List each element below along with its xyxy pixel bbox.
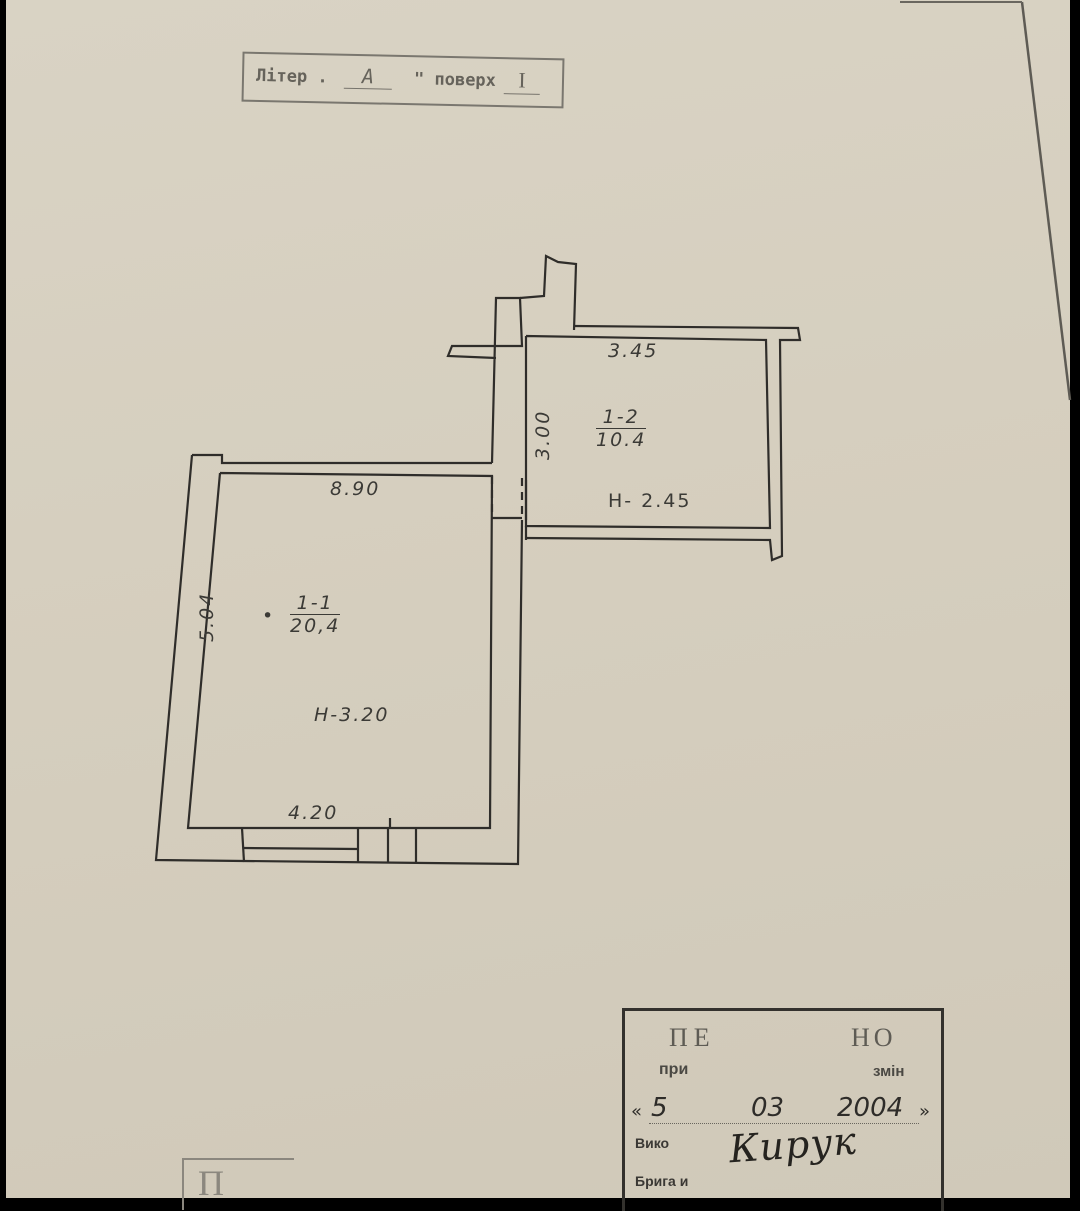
signature: Кирук — [727, 1118, 859, 1172]
room-1-1-dim-top: 8.90 — [330, 478, 381, 500]
stamp-executor-label: Вико — [635, 1135, 670, 1151]
stamp-line1-right: НО — [851, 1023, 897, 1052]
litera-label: Літер . — [255, 65, 328, 88]
room-1-2-dim-top: 3.45 — [608, 340, 659, 362]
room-1-2-id: 1-2 — [596, 406, 647, 429]
room-1-2-wall — [524, 334, 772, 530]
room-1-1-area: 20,4 — [290, 615, 341, 637]
room-1-1-id: 1-1 — [290, 592, 341, 615]
stamp-date-month: 03 — [751, 1093, 785, 1123]
room-1-2-height: Н- 2.45 — [608, 490, 692, 512]
room-1-1-label: 1-1 20,4 — [290, 592, 341, 637]
room-1-1-dim-bottom: 4.20 — [288, 802, 339, 824]
screen-edge — [1070, 0, 1080, 1198]
letter-floor-label-box: Літер . А " поверх І — [241, 51, 565, 109]
litera-value: А — [343, 63, 393, 90]
stamp-date-year: 2004 — [837, 1093, 904, 1123]
floor-label: " поверх — [413, 69, 497, 91]
room-1-1-outer-wall — [192, 453, 492, 465]
room-1-1-height: Н-3.20 — [314, 704, 390, 726]
room-1-1-marker-dot: • — [262, 605, 274, 627]
stamp-line1-left: ПЕ — [669, 1023, 716, 1052]
room-1-2-dim-left: 3.00 — [532, 409, 554, 460]
stamp-brigade-label: Брига и — [635, 1173, 689, 1189]
room-1-2-area: 10.4 — [596, 429, 647, 451]
floor-value: І — [503, 67, 541, 95]
room-1-1-dim-left: 5.04 — [196, 591, 218, 642]
stamp-line2-left: при — [659, 1061, 689, 1078]
bottom-partial-stamp: П — [182, 1158, 294, 1210]
stamp-date: « 5 03 2004 » — [631, 1093, 931, 1124]
verification-stamp: ПЕ НО при змін « 5 03 2004 » Вико Кирук … — [622, 1008, 944, 1211]
room-1-2-label: 1-2 10.4 — [596, 406, 647, 451]
stamp-date-day: 5 — [651, 1093, 668, 1123]
document-page — [6, 0, 1080, 1198]
bottom-partial-text: П — [198, 1163, 226, 1203]
stamp-line2-right: змін — [873, 1063, 905, 1080]
